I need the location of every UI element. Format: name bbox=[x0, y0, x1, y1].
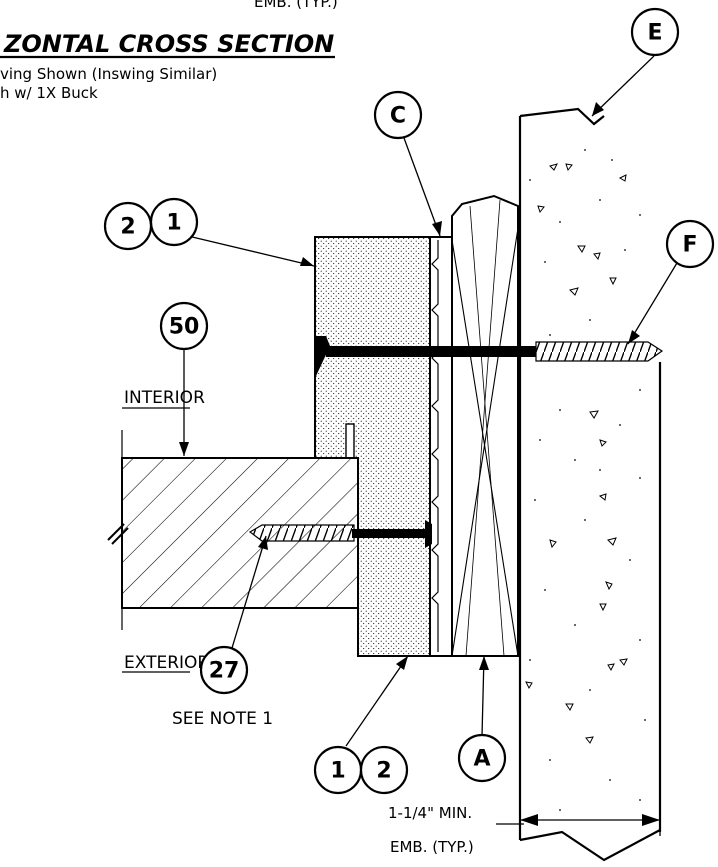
section-title: ZONTAL CROSS SECTION bbox=[3, 30, 334, 58]
callout-50-text: 50 bbox=[169, 315, 200, 340]
embedment-dimension bbox=[520, 760, 661, 836]
callout-1-top-text: 1 bbox=[166, 211, 181, 236]
see-note-label: SEE NOTE 1 bbox=[172, 709, 273, 729]
callout-e: E bbox=[630, 7, 680, 57]
callout-f: F bbox=[665, 219, 715, 269]
callout-c: C bbox=[373, 90, 423, 140]
concrete-wall bbox=[518, 107, 662, 862]
subtitle-line-1: ving Shown (Inswing Similar) bbox=[0, 65, 217, 83]
callout-a: A bbox=[457, 733, 507, 783]
callout-2-top-text: 2 bbox=[120, 215, 135, 240]
frame-extrusion bbox=[429, 236, 453, 657]
embedment-label-line-1: 1-1/4" MIN. bbox=[388, 804, 472, 822]
callout-27-text: 27 bbox=[209, 659, 240, 684]
callout-1-bottom-text: 1 bbox=[330, 759, 345, 784]
callout-1-top: 1 bbox=[149, 197, 199, 247]
callout-2-bottom: 2 bbox=[359, 745, 409, 795]
wood-buck bbox=[451, 194, 519, 657]
subtitle-line-2: h w/ 1X Buck bbox=[0, 84, 98, 102]
exterior-label: EXTERIOR bbox=[124, 653, 209, 673]
top-note: EMB. (TYP.) bbox=[254, 0, 338, 11]
callout-50: 50 bbox=[159, 301, 209, 351]
callout-f-text: F bbox=[682, 233, 697, 258]
callout-27: 27 bbox=[199, 645, 249, 695]
trim-screw bbox=[248, 520, 432, 548]
callout-a-text: A bbox=[473, 747, 490, 772]
callout-2-top: 2 bbox=[103, 201, 153, 251]
embedment-label-line-2: EMB. (TYP.) bbox=[390, 838, 474, 856]
callout-c-text: C bbox=[390, 104, 406, 129]
leader-lines bbox=[122, 55, 681, 825]
callout-e-text: E bbox=[647, 21, 662, 46]
callout-2-bottom-text: 2 bbox=[376, 759, 391, 784]
callout-1-bottom: 1 bbox=[313, 745, 363, 795]
interior-label: INTERIOR bbox=[124, 388, 205, 408]
